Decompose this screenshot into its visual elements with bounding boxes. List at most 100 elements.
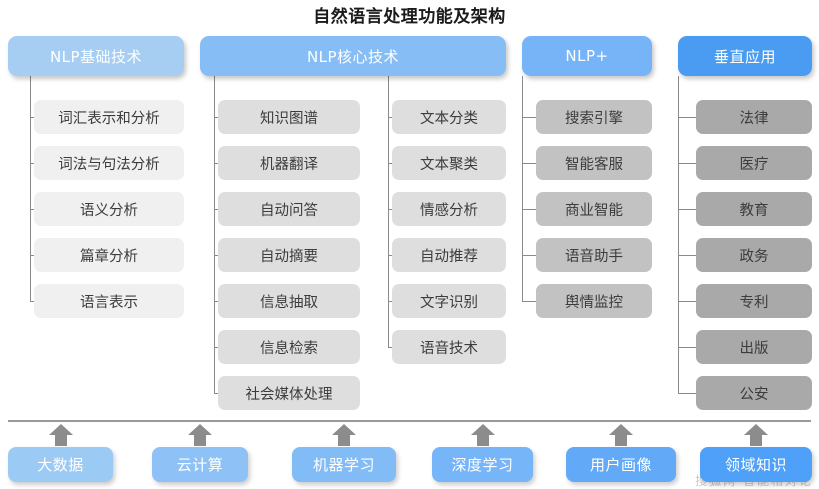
tree-branch-line	[30, 117, 34, 118]
arrow-up-icon	[187, 424, 213, 446]
arrow-up-icon	[608, 424, 634, 446]
column-header-label: NLP+	[565, 47, 609, 65]
tree-branch-line	[388, 117, 392, 118]
leaf-item[interactable]: 情感分析	[392, 192, 506, 226]
leaf-item-label: 篇章分析	[80, 248, 138, 265]
page-title: 自然语言处理功能及架构	[313, 7, 506, 27]
leaf-item[interactable]: 语义分析	[34, 192, 184, 226]
tree-branch-line	[388, 347, 392, 348]
tree-trunk-line	[214, 76, 215, 393]
arrow-up-icon	[331, 424, 357, 446]
leaf-item[interactable]: 商业智能	[536, 192, 652, 226]
leaf-item-label: 医疗	[739, 156, 769, 173]
leaf-item[interactable]: 自动问答	[218, 192, 360, 226]
column-nlp-basic: NLP基础技术词汇表示和分析词法与句法分析语义分析篇章分析语言表示	[8, 36, 184, 318]
leaf-item-label: 自动问答	[260, 202, 318, 219]
leaf-item[interactable]: 法律	[696, 100, 812, 134]
leaf-item-label: 出版	[739, 340, 769, 357]
tree-branch-line	[388, 301, 392, 302]
leaf-item[interactable]: 文本聚类	[392, 146, 506, 180]
column-header-core[interactable]: NLP核心技术	[200, 36, 506, 76]
leaf-item-label: 舆情监控	[565, 294, 623, 311]
leaf-item-label: 教育	[739, 202, 769, 219]
tree-branch-line	[214, 209, 218, 210]
foundation-item-label: 大数据	[37, 456, 84, 474]
foundation-item[interactable]: 用户画像	[566, 447, 676, 482]
tree-branch-line	[388, 255, 392, 256]
column-header-basic[interactable]: NLP基础技术	[8, 36, 184, 76]
leaf-item[interactable]: 出版	[696, 330, 812, 364]
leaf-item-label: 商业智能	[565, 202, 623, 219]
arrow-up-icon	[470, 424, 496, 446]
leaf-item[interactable]: 篇章分析	[34, 238, 184, 272]
leaf-item[interactable]: 公安	[696, 376, 812, 410]
leaf-item[interactable]: 语言表示	[34, 284, 184, 318]
leaf-item-label: 文本聚类	[420, 156, 478, 173]
tree-branch-line	[522, 117, 536, 118]
arrow-up-icon	[48, 424, 74, 446]
leaf-item[interactable]: 专利	[696, 284, 812, 318]
tree-trunk-line	[678, 76, 679, 393]
leaf-item[interactable]: 信息抽取	[218, 284, 360, 318]
column-header-vertical[interactable]: 垂直应用	[678, 36, 812, 76]
foundation-item[interactable]: 领域知识	[700, 447, 812, 482]
leaf-item[interactable]: 自动推荐	[392, 238, 506, 272]
foundation-item-label: 深度学习	[451, 456, 514, 474]
column-header-label: NLP基础技术	[49, 47, 143, 66]
tree-branch-line	[388, 209, 392, 210]
leaf-item-label: 信息抽取	[260, 294, 318, 311]
tree-branch-line	[522, 255, 536, 256]
tree-branch-line	[214, 255, 218, 256]
foundation-item[interactable]: 大数据	[8, 447, 113, 482]
leaf-item-label: 文本分类	[420, 110, 478, 127]
leaf-item[interactable]: 医疗	[696, 146, 812, 180]
leaf-item[interactable]: 舆情监控	[536, 284, 652, 318]
leaf-item-label: 政务	[739, 248, 769, 265]
leaf-item-label: 词法与句法分析	[58, 156, 160, 173]
foundation-item[interactable]: 云计算	[152, 447, 248, 482]
leaf-item[interactable]: 信息检索	[218, 330, 360, 364]
foundation-item[interactable]: 深度学习	[432, 447, 533, 482]
column-header-label: NLP核心技术	[306, 47, 400, 66]
leaf-item[interactable]: 社会媒体处理	[218, 376, 360, 410]
column-header-plus[interactable]: NLP+	[522, 36, 652, 76]
foundation-item-label: 机器学习	[312, 456, 375, 474]
tree-branch-line	[30, 301, 34, 302]
tree-branch-line	[214, 347, 218, 348]
leaf-item-label: 法律	[739, 110, 769, 127]
column-vertical-apps: 垂直应用法律医疗教育政务专利出版公安	[678, 36, 812, 410]
leaf-item[interactable]: 词法与句法分析	[34, 146, 184, 180]
leaf-item[interactable]: 智能客服	[536, 146, 652, 180]
leaf-item[interactable]: 自动摘要	[218, 238, 360, 272]
leaf-item[interactable]: 语音技术	[392, 330, 506, 364]
leaf-item-label: 语言表示	[80, 294, 138, 311]
leaf-item[interactable]: 政务	[696, 238, 812, 272]
tree-trunk-line	[522, 76, 523, 301]
leaf-item[interactable]: 文字识别	[392, 284, 506, 318]
leaf-item-label: 智能客服	[565, 156, 623, 173]
tree-branch-line	[30, 209, 34, 210]
leaf-item[interactable]: 文本分类	[392, 100, 506, 134]
leaf-item[interactable]: 知识图谱	[218, 100, 360, 134]
tree-branch-line	[678, 255, 696, 256]
leaf-item[interactable]: 词汇表示和分析	[34, 100, 184, 134]
tree-branch-line	[678, 393, 696, 394]
tree-branch-line	[522, 163, 536, 164]
tree-branch-line	[678, 209, 696, 210]
foundation-item[interactable]: 机器学习	[292, 447, 396, 482]
foundation-divider	[8, 420, 811, 422]
leaf-item-label: 机器翻译	[260, 156, 318, 173]
tree-branch-line	[214, 301, 218, 302]
tree-branch-line	[214, 393, 218, 394]
leaf-item[interactable]: 搜索引擎	[536, 100, 652, 134]
leaf-item-label: 知识图谱	[260, 110, 318, 127]
leaf-item[interactable]: 教育	[696, 192, 812, 226]
leaf-item-label: 社会媒体处理	[245, 386, 333, 403]
tree-branch-line	[678, 301, 696, 302]
leaf-item-label: 公安	[739, 386, 769, 403]
leaf-item[interactable]: 机器翻译	[218, 146, 360, 180]
leaf-item[interactable]: 语音助手	[536, 238, 652, 272]
column-nlp-plus: NLP+ 搜索引擎智能客服商业智能语音助手舆情监控	[522, 36, 652, 318]
leaf-item-label: 语音助手	[565, 248, 623, 265]
leaf-item-label: 情感分析	[420, 202, 478, 219]
